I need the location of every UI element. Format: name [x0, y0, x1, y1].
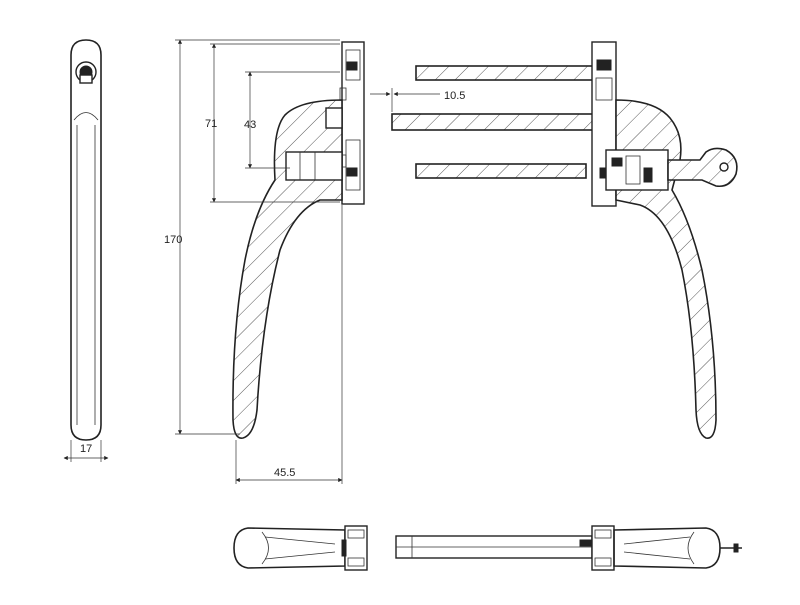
front-view: 17 [63, 39, 109, 462]
key-icon [667, 147, 738, 188]
side-view: 170 71 43 45.5 [164, 39, 365, 484]
dim-overall-height: 170 [164, 234, 182, 246]
dim-handle-width: 17 [80, 443, 92, 455]
bottom-view-right [395, 525, 742, 571]
dim-fixing-centres: 43 [244, 119, 256, 131]
bottom-view-left [233, 525, 368, 571]
dim-spindle-to-top: 71 [205, 118, 217, 130]
dim-projection: 45.5 [274, 467, 295, 479]
dim-spindle-offset: 10.5 [444, 90, 465, 102]
section-view: 10.5 [370, 41, 738, 439]
keylock-icon [75, 61, 97, 84]
